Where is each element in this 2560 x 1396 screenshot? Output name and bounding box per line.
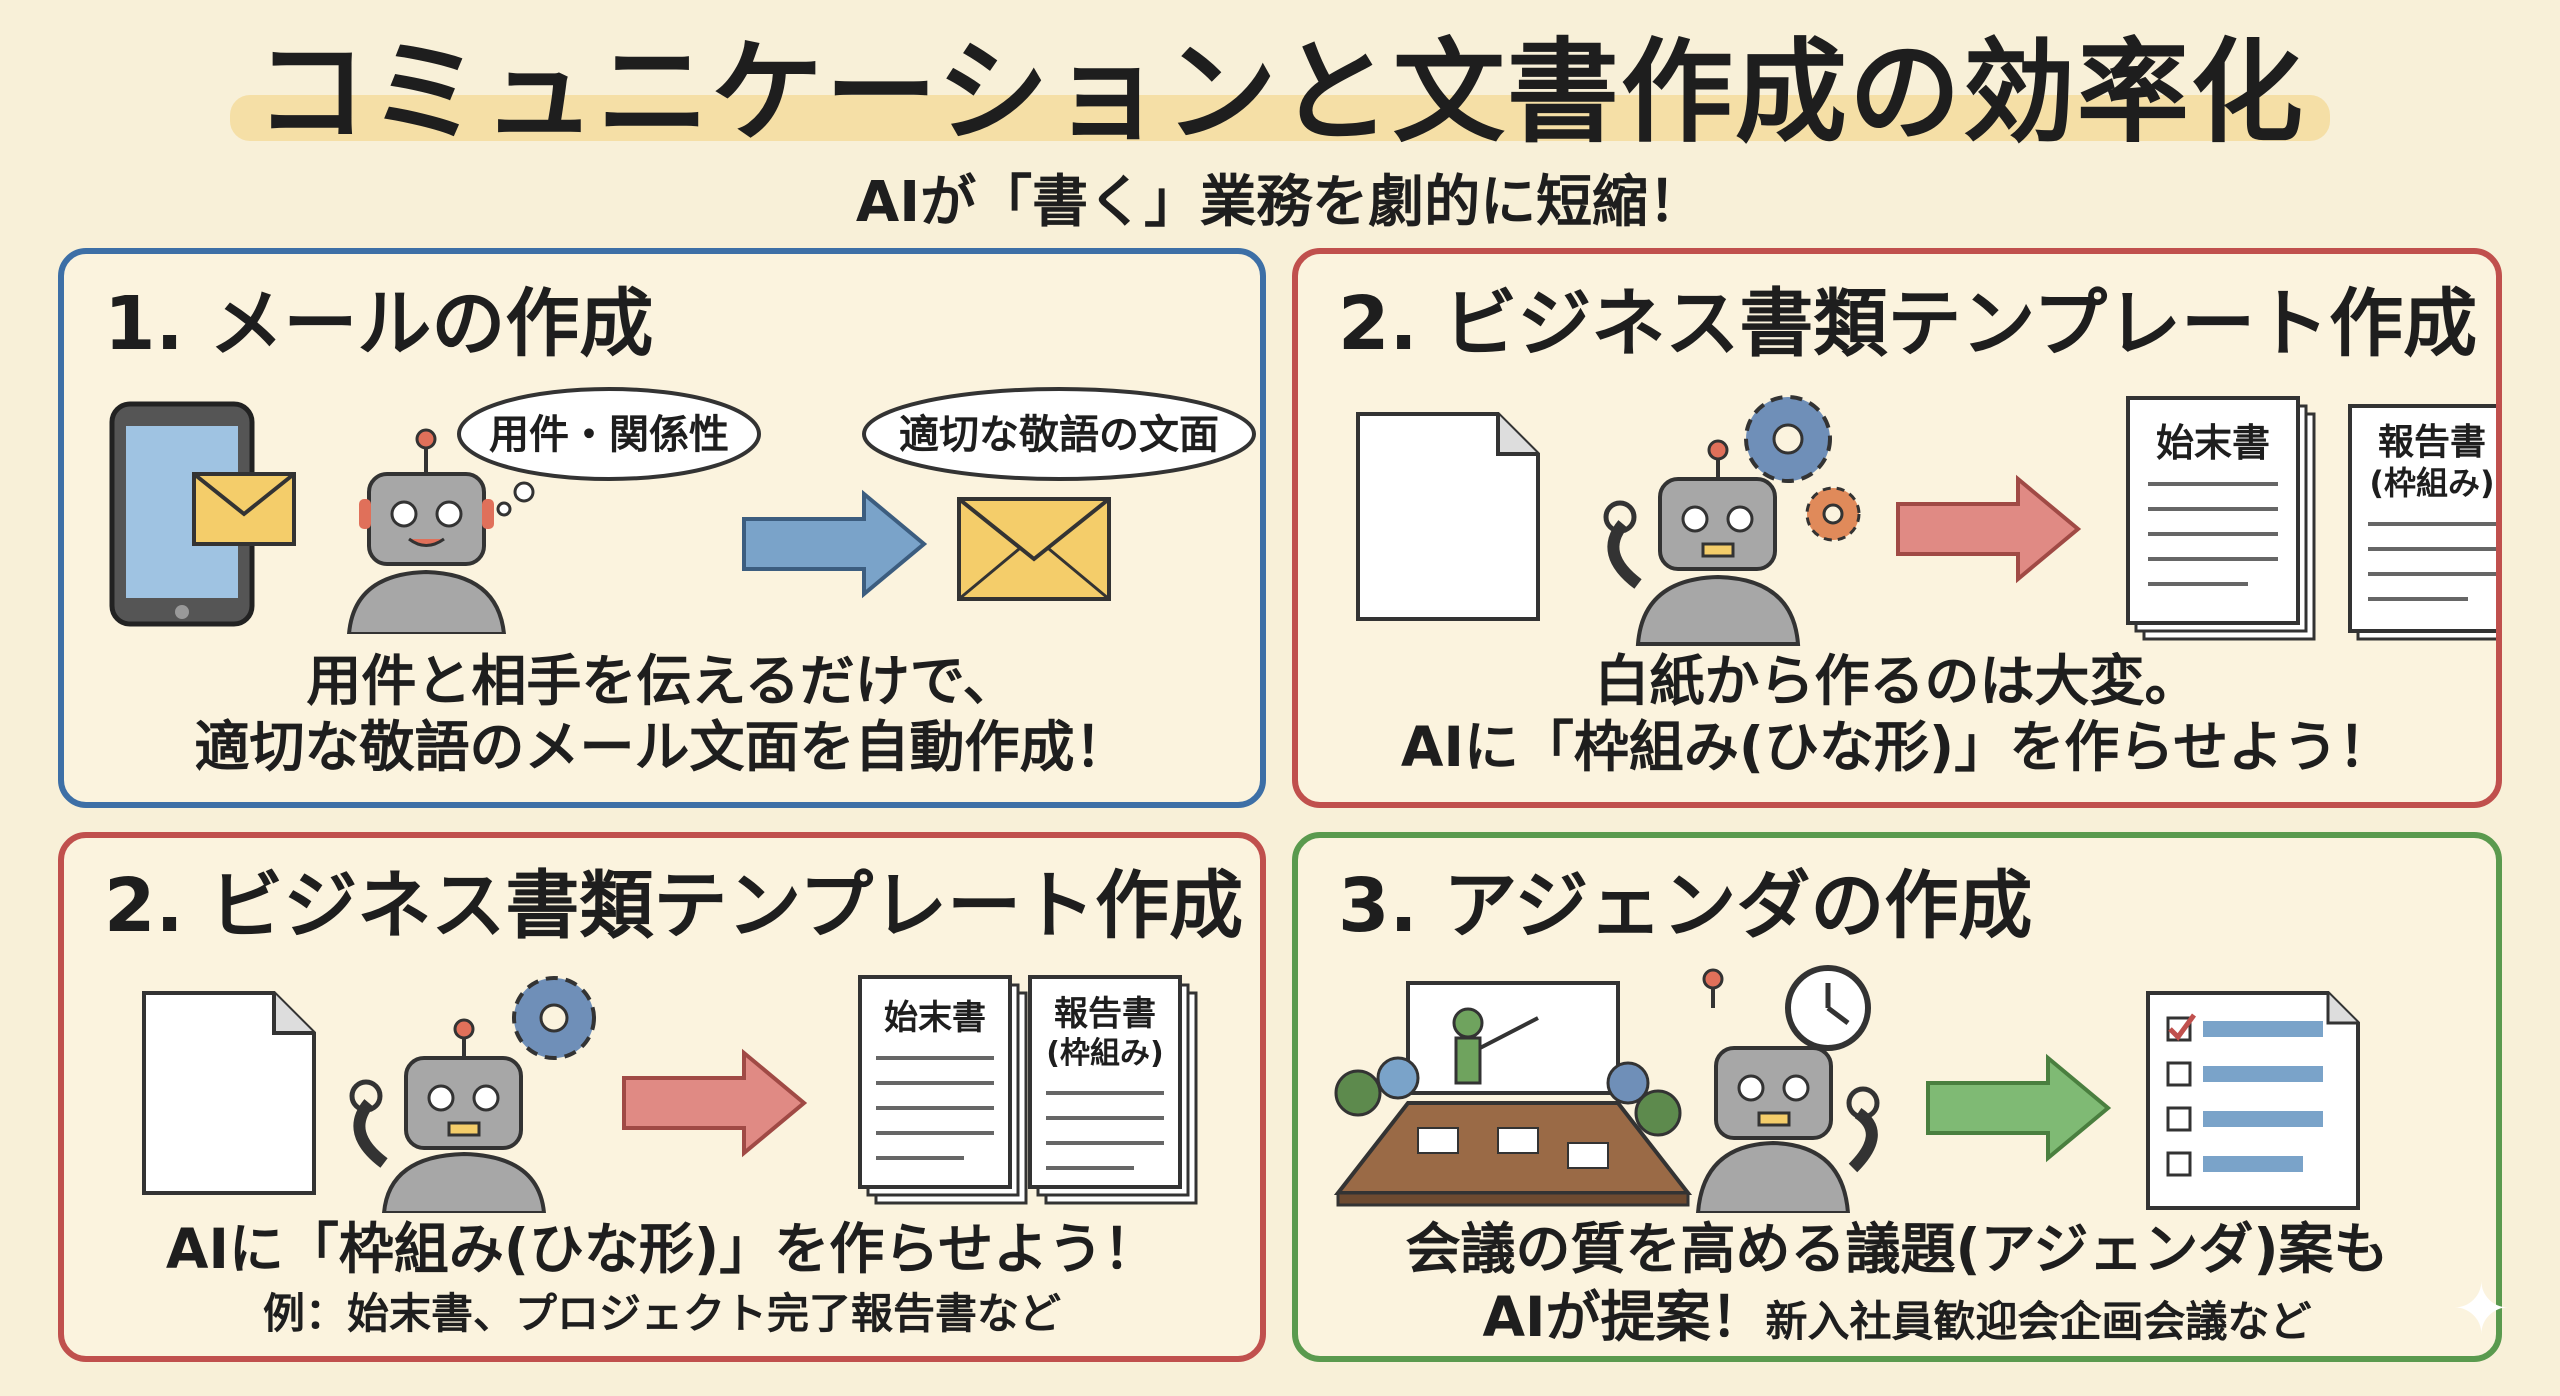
panel-email: 1. メールの作成 (58, 248, 1266, 808)
speech-bubble-left: 用件・関係性 (457, 387, 761, 517)
panel-email-illustration: 用件・関係性 適切な敬語の文面 (109, 387, 1256, 634)
document-stack-icon: 報告書 (枠組み) (2348, 404, 2496, 641)
panel-email-title: 1. メールの作成 (104, 281, 654, 367)
doc1-label: 始末書 (884, 998, 986, 1038)
panel-template-bottom-illustration: 始末書 報告書 (枠組み) (142, 975, 1198, 1213)
panel-template-top-caption-1: 白紙から作るのは大変。 (1594, 649, 2200, 713)
document-stack-icon: 始末書 (2126, 396, 2316, 641)
bubble-left-text: 用件・関係性 (489, 412, 729, 458)
panel-email-caption-2: 適切な敬語のメール文面を自動作成！ (194, 715, 1130, 779)
panel-template-top-caption-2: AIに「枠組み(ひな形)」を作らせよう！ (1400, 715, 2394, 779)
checklist-icon (2146, 991, 2360, 1210)
panel-agenda-illustration (1333, 965, 2360, 1213)
clock-icon (1785, 965, 1871, 1051)
arrow-right-icon (622, 1048, 808, 1158)
page-title: コミュニケーションと文書作成の効率化 (255, 28, 2305, 158)
document-icon (142, 991, 316, 1195)
document-stack-icon: 始末書 (858, 975, 1028, 1205)
sparkle-icon: ✦ (2452, 1268, 2511, 1350)
doc2-label-2: (枠組み) (1046, 1036, 1163, 1071)
panel-template-top-illustration: 始末書 報告書 (枠組み) (1356, 395, 2496, 646)
arrow-right-icon (742, 489, 928, 599)
robot-icon (1603, 439, 1801, 646)
document-stack-icon: 報告書 (枠組み) (1028, 975, 1198, 1205)
panel-agenda-caption-2-small: 新入社員歓迎会企画会議など (1765, 1297, 2312, 1346)
bubble-right-text: 適切な敬語の文面 (899, 412, 1219, 458)
gear-icon (1805, 486, 1861, 542)
gear-icon (1744, 395, 1832, 483)
doc2-label-1: 報告書 (2378, 422, 2486, 463)
title-highlight (230, 95, 2330, 141)
page-subtitle: AIが「書く」業務を劇的に短縮！ (855, 170, 1705, 235)
envelope-icon (192, 472, 296, 546)
panel-template-bottom-caption-2: 例：始末書、プロジェクト完了報告書など (262, 1289, 1061, 1338)
panel-template-top: 2. ビジネス書類テンプレート作成 (1292, 248, 2502, 808)
panel-template-bottom-caption-1: AIに「枠組み(ひな形)」を作らせよう！ (165, 1217, 1159, 1281)
meeting-icon (1333, 981, 1693, 1207)
panel-template-top-title: 2. ビジネス書類テンプレート作成 (1338, 281, 2478, 367)
panel-agenda: 3. アジェンダの作成 (1292, 832, 2502, 1362)
panel-agenda-title: 3. アジェンダの作成 (1338, 863, 2033, 949)
panel-agenda-caption-1: 会議の質を高める議題(アジェンダ)案も (1405, 1217, 2389, 1281)
panel-template-bottom-title: 2. ビジネス書類テンプレート作成 (104, 863, 1244, 949)
panel-agenda-caption-2: AIが提案！新入社員歓迎会企画会議など (1298, 1284, 2496, 1355)
panel-agenda-caption-2-main: AIが提案！ (1482, 1285, 1766, 1349)
doc1-label: 始末書 (2156, 421, 2270, 465)
doc2-label-2: (枠組み) (2369, 464, 2494, 502)
panel-email-caption-1: 用件と相手を伝えるだけで、 (306, 649, 1018, 713)
robot-icon (1695, 968, 1880, 1213)
arrow-right-icon (1926, 1053, 2112, 1163)
document-icon (1356, 412, 1540, 621)
arrow-right-icon (1896, 474, 2082, 584)
envelope-icon (957, 497, 1111, 601)
doc2-label-1: 報告書 (1054, 994, 1156, 1034)
robot-icon (346, 428, 507, 634)
gear-icon (512, 976, 596, 1060)
speech-bubble-right: 適切な敬語の文面 (862, 387, 1256, 481)
robot-icon (349, 1018, 547, 1213)
panel-template-bottom: 2. ビジネス書類テンプレート作成 (58, 832, 1266, 1362)
